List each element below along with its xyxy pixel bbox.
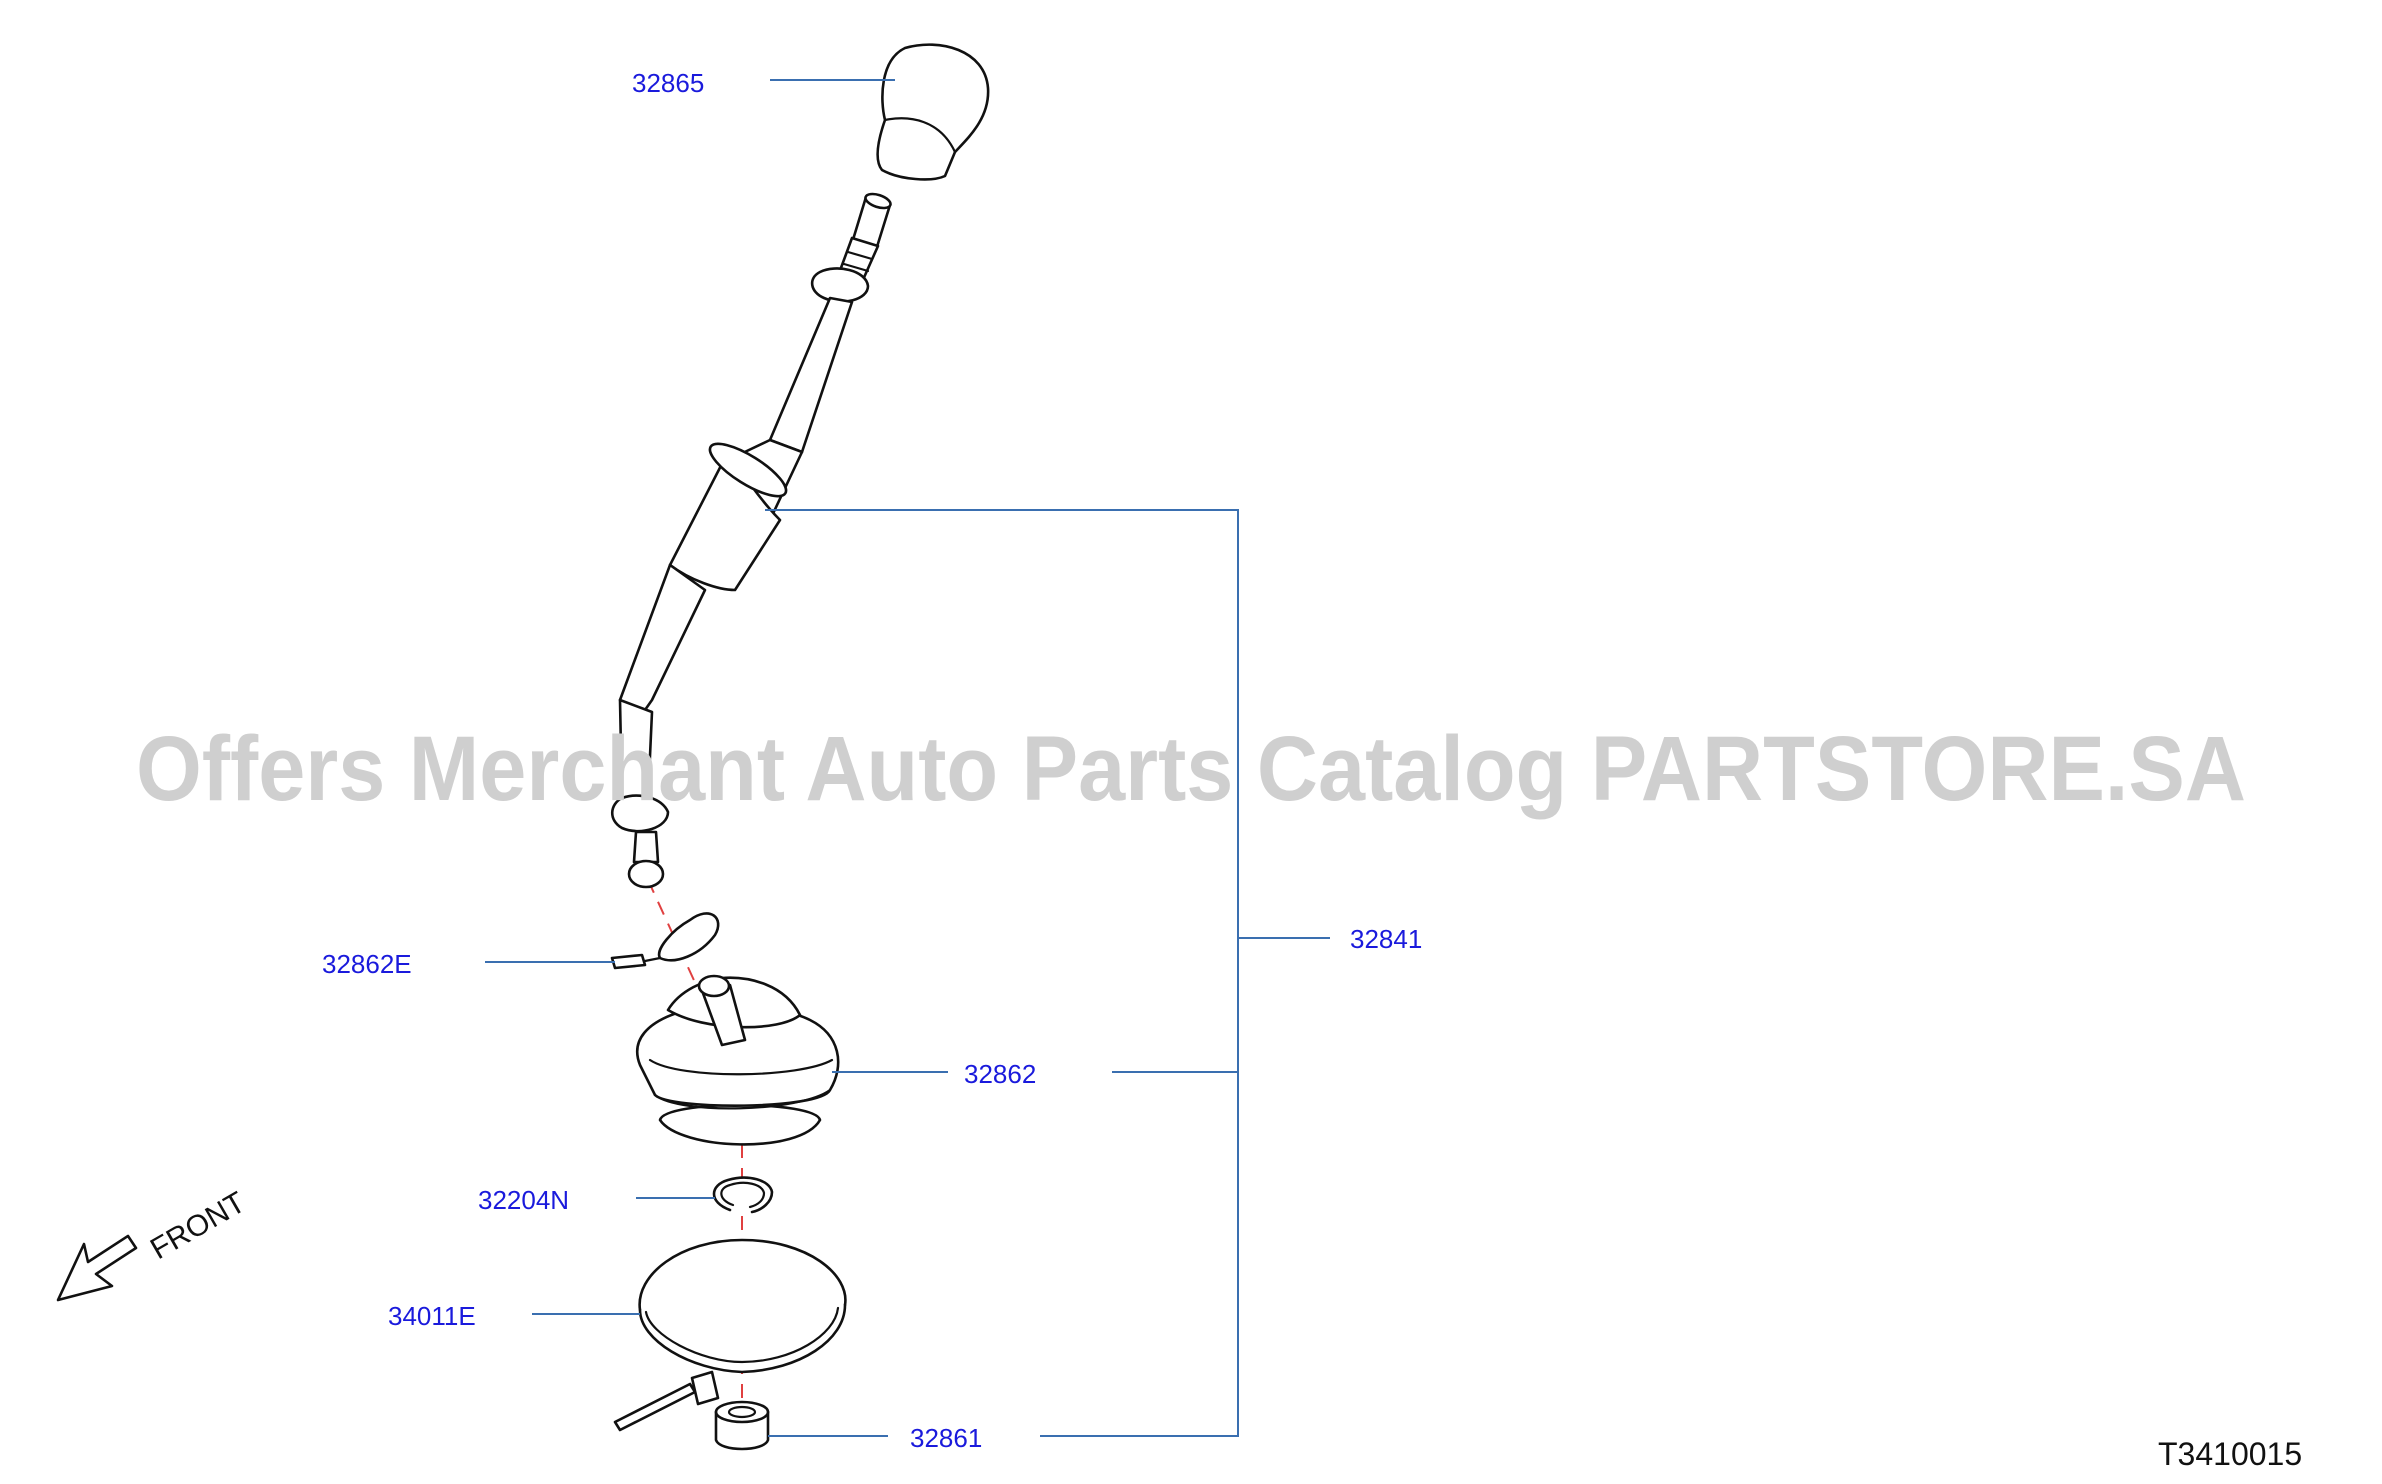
- cable-tie-part: [613, 1238, 847, 1432]
- front-label: FRONT: [145, 1186, 251, 1266]
- callout-boot-band-clip: 32862E: [322, 949, 412, 979]
- callout-bushing: 32861: [910, 1423, 982, 1453]
- callout-lever-boot: 32862: [964, 1059, 1036, 1089]
- front-arrow-icon: [56, 1234, 138, 1302]
- bushing-part: [714, 1400, 770, 1451]
- boot-clip-part: [610, 912, 720, 970]
- lever-boot-part: [635, 974, 840, 1146]
- shift-lever-part: [610, 192, 892, 889]
- leader-lever-bracket: [765, 509, 1239, 1437]
- callout-snap-ring: 32204N: [478, 1185, 569, 1215]
- callout-cable-tie-band: 34011E: [388, 1301, 476, 1331]
- snap-ring-part: [712, 1176, 774, 1214]
- diagram-code: T3410015: [2158, 1436, 2302, 1472]
- watermark-text: Offers Merchant Auto Parts Catalog PARTS…: [136, 718, 2246, 820]
- shift-knob-part: [876, 43, 990, 181]
- center-axis-upper: [647, 879, 743, 1086]
- callout-control-lever-assembly: 32841: [1350, 924, 1422, 954]
- callout-shift-knob: 32865: [632, 68, 704, 98]
